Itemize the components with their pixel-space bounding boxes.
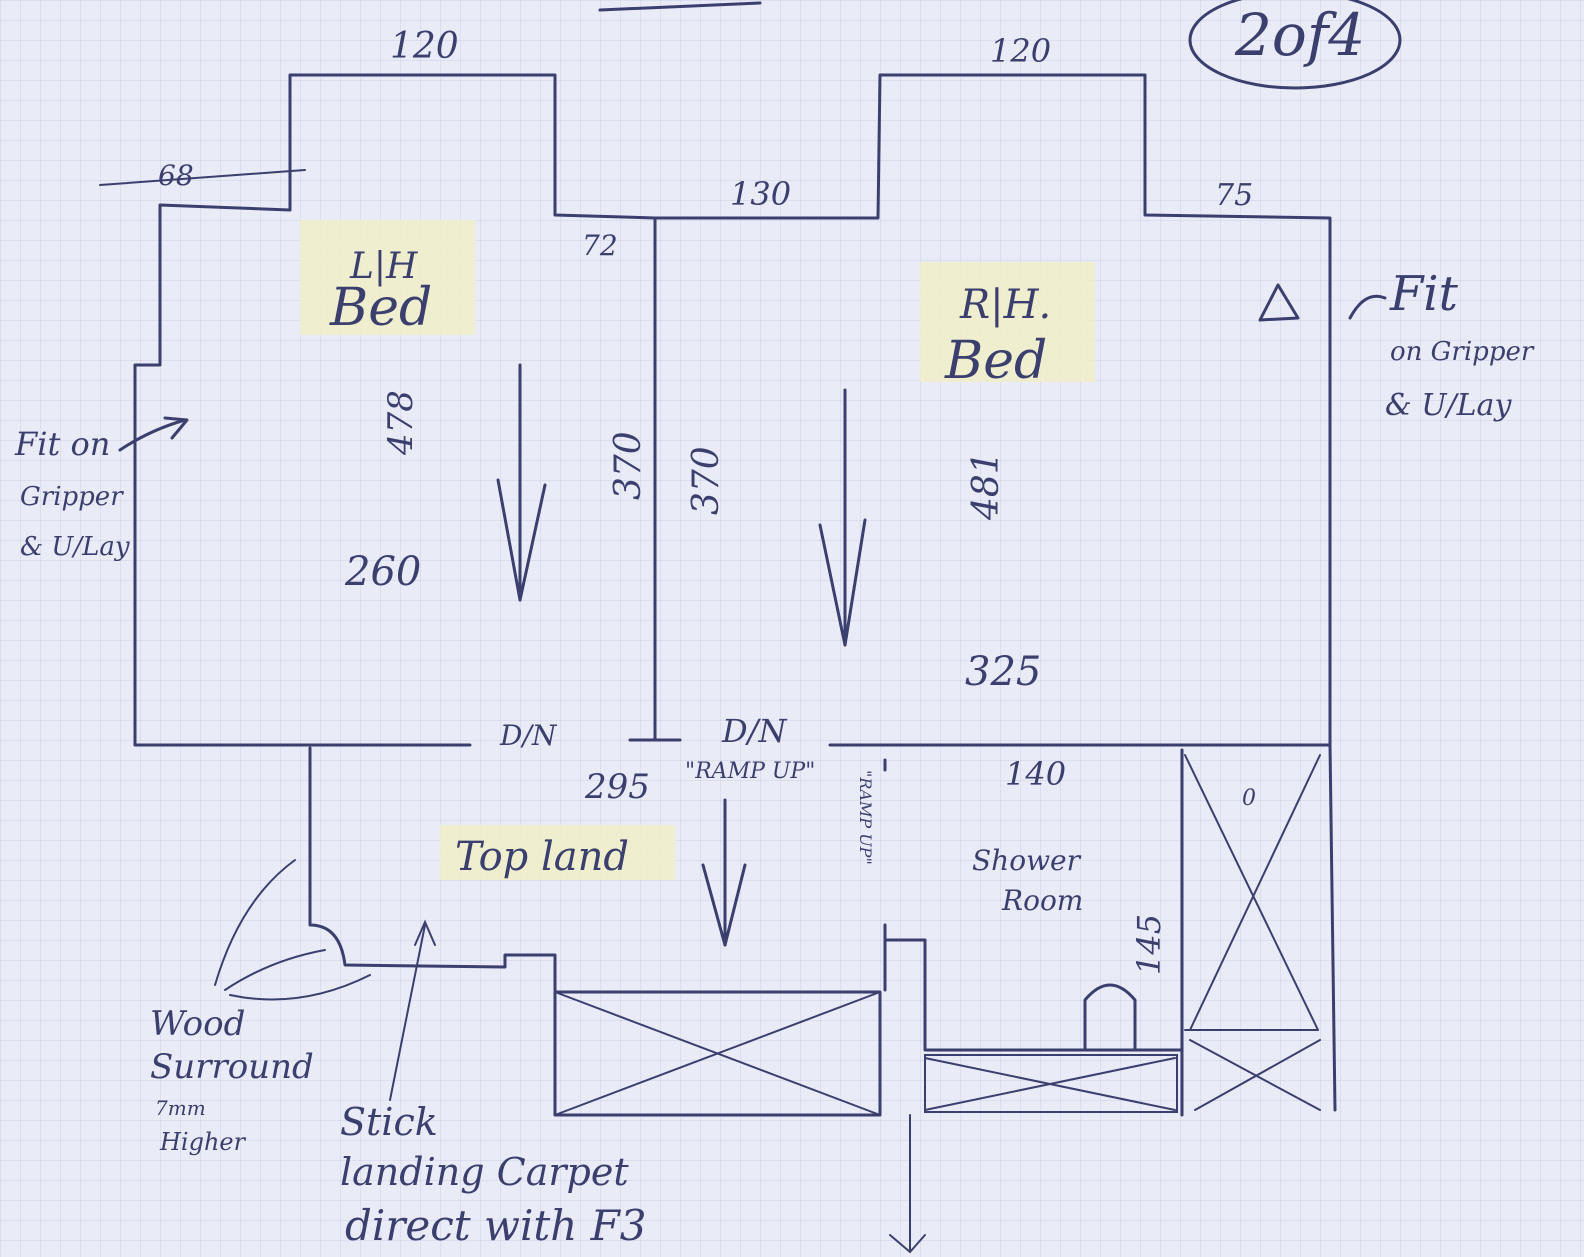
pointer-down-arrow — [889, 1234, 926, 1254]
lh-bed-outline — [133, 73, 1332, 747]
sheet-number: 2of4 — [1234, 1, 1365, 69]
right-fit-note-line-3: & U/Lay — [1385, 388, 1512, 423]
stick-arrowhead — [414, 919, 436, 946]
left-fit-note-line-2: Gripper — [20, 482, 124, 512]
toilet — [1083, 983, 1137, 1052]
left-fit-note: Fit on Gripper & U/Lay — [14, 425, 130, 562]
dim-partition-top: 72 — [582, 229, 618, 262]
landing-label: Top land — [455, 834, 629, 880]
ramp-up-side-label: "RAMP UP" — [856, 770, 875, 865]
stick-leader — [389, 924, 426, 1101]
lh-bed-label-2: Bed — [329, 278, 432, 338]
dim-middle-top: 130 — [730, 175, 791, 213]
ramp-up-label: "RAMP UP" — [685, 759, 815, 784]
landing-outline — [308, 746, 557, 992]
wood-note-line-4: Higher — [159, 1128, 247, 1156]
dim-lh-top: 120 — [390, 26, 459, 67]
wood-note-line-1: Wood — [150, 1004, 245, 1044]
dim-rh-width: 325 — [965, 649, 1041, 695]
landing-arrow — [701, 798, 747, 947]
sheet-number-circle — [1188, 0, 1402, 90]
dim-landing-width: 295 — [584, 767, 650, 807]
right-fit-note: Fit on Gripper & U/Lay — [1385, 266, 1535, 423]
dim-68-line — [99, 169, 306, 186]
rh-gripper-leader — [1348, 294, 1387, 320]
dim-partition-right: 370 — [686, 446, 727, 515]
shower-label-1: Shower — [972, 844, 1082, 877]
wood-note-line-2: Surround — [150, 1047, 314, 1087]
rh-bed-label-1: R|H. — [959, 282, 1051, 328]
wood-leader-2 — [224, 949, 326, 991]
stick-note-line-3: direct with F3 — [345, 1201, 647, 1250]
wood-leader-3 — [229, 974, 371, 1001]
right-fit-note-line-1: Fit — [1389, 266, 1459, 322]
wood-surround-note: Wood Surround 7mm Higher — [150, 1004, 314, 1156]
shower-label-2: Room — [1001, 884, 1083, 917]
rh-bed-label-2: Bed — [944, 331, 1047, 391]
shower-tray-cross — [1184, 754, 1321, 1031]
dim-lh-length: 478 — [381, 390, 421, 456]
stick-note-line-2: landing Carpet — [340, 1150, 629, 1194]
rh-bed-arrow — [818, 388, 867, 647]
dim-lh-step: 68 — [158, 159, 194, 192]
door-mark-left: D/N — [499, 719, 558, 752]
vanity-cross — [924, 1057, 1176, 1111]
shower-wall — [883, 938, 1182, 1052]
cupboard-cross — [1189, 1039, 1321, 1111]
dim-rh-step: 75 — [1215, 178, 1253, 213]
wood-leader-1 — [214, 859, 296, 986]
dim-partition-left: 370 — [608, 431, 649, 500]
dim-shower-top: 140 — [1005, 755, 1066, 793]
lh-bed-arrow — [496, 363, 547, 602]
dim-shower-side: 145 — [1130, 914, 1168, 975]
vanity-unit — [924, 1054, 1178, 1113]
stick-landing-note: Stick landing Carpet direct with F3 — [340, 1100, 647, 1250]
lh-bed-label-1: L|H — [349, 246, 418, 287]
door-mark-right: D/N — [721, 712, 787, 750]
wood-note-line-3: 7mm — [155, 1096, 206, 1120]
stick-note-line-1: Stick — [340, 1100, 438, 1144]
rh-bed-highlight — [920, 262, 1095, 382]
left-fit-note-line-1: Fit on — [14, 425, 110, 463]
top-edge-stroke — [598, 1, 762, 12]
shower-outer-wall — [1328, 743, 1337, 1112]
lh-gripper-leader — [118, 418, 187, 452]
rh-gripper-triangle — [1258, 283, 1300, 322]
cupboard-mark: 0 — [1242, 786, 1256, 811]
cupboard-cross-b — [554, 991, 881, 1116]
dim-rh-top: 120 — [990, 32, 1051, 70]
dim-lh-width: 260 — [344, 549, 421, 595]
left-fit-note-line-3: & U/Lay — [20, 532, 130, 562]
dim-rh-length: 481 — [966, 451, 1007, 521]
lh-gripper-arrowhead — [163, 416, 189, 440]
airing-cupboard — [553, 990, 882, 1117]
landing-highlight — [440, 825, 675, 880]
right-fit-note-line-2: on Gripper — [1390, 337, 1535, 367]
lh-bed-highlight — [300, 220, 475, 335]
